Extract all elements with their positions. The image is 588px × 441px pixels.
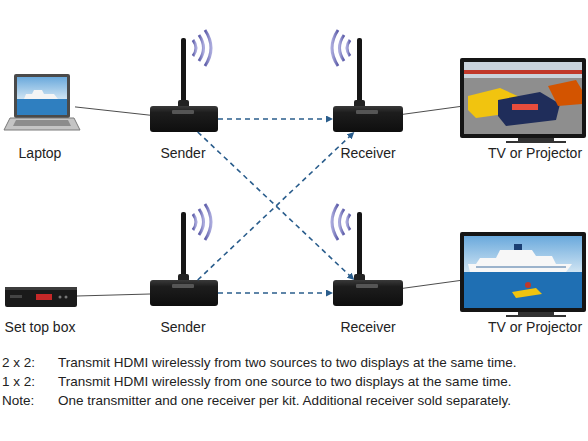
device-node: TV or Projector — [460, 58, 586, 138]
laptop-keyboard — [13, 120, 71, 126]
device-label: TV or Projector — [488, 145, 582, 161]
tv-stand — [518, 312, 554, 315]
stb-body — [5, 287, 77, 307]
device-label: Sender — [160, 319, 205, 335]
tv-frame — [460, 232, 586, 312]
cruise-ship — [468, 250, 572, 272]
wireless-wave — [347, 40, 350, 56]
device-label: Laptop — [19, 145, 62, 161]
banner — [464, 70, 582, 74]
note-prefix: 2 x 2: — [2, 355, 35, 371]
device-node: Receiver — [333, 106, 403, 132]
tv-stand — [506, 141, 566, 143]
laptop-sky — [17, 77, 67, 99]
antenna — [357, 38, 362, 108]
device-node: TV or Projector — [460, 232, 586, 312]
hdmi-cable — [403, 281, 460, 289]
device-node: Sender — [150, 280, 218, 306]
tv-illustration — [460, 58, 586, 143]
receiver-illustration — [332, 30, 403, 132]
wireless-wave — [193, 214, 196, 230]
laptop-sea — [17, 99, 67, 115]
wireless-wave — [199, 209, 204, 235]
wireless-link — [198, 132, 355, 280]
wireless-wave — [205, 204, 211, 240]
device-box — [150, 280, 218, 306]
wireless-wave — [332, 204, 338, 240]
device-node: Set top box — [5, 287, 77, 307]
sender-illustration — [150, 30, 218, 132]
device-label: TV or Projector — [488, 319, 582, 335]
wireless-wave — [332, 30, 338, 66]
wireless-wave — [205, 30, 211, 66]
tv-illustration — [460, 232, 586, 317]
rider — [525, 282, 531, 288]
wireless-link — [198, 132, 355, 280]
car-stripe — [512, 104, 538, 110]
wireless-wave — [193, 40, 196, 56]
receiver-illustration — [332, 204, 403, 306]
device-label: Sender — [160, 145, 205, 161]
laptop-base — [4, 118, 80, 130]
race-car — [548, 80, 582, 106]
wireless-link — [218, 118, 333, 120]
stb-button — [59, 296, 62, 299]
device-node: Sender — [150, 106, 218, 132]
note-prefix: Note: — [2, 393, 34, 409]
laptop-lid — [14, 74, 70, 118]
note-text: One transmitter and one receiver per kit… — [58, 393, 511, 409]
device-panel — [356, 110, 378, 114]
wireless-wave — [347, 214, 350, 230]
tv-sky — [464, 236, 582, 272]
wireless-wave — [199, 35, 204, 61]
sender-illustration — [150, 204, 218, 306]
antenna — [357, 212, 362, 282]
device-panel — [172, 110, 194, 114]
antenna — [181, 38, 186, 108]
device-node: Laptop — [5, 74, 75, 132]
antenna — [181, 212, 186, 282]
device-node: Receiver — [333, 280, 403, 306]
stb-top — [5, 287, 77, 290]
wireless-link — [218, 292, 333, 294]
note-prefix: 1 x 2: — [2, 374, 35, 390]
tv-screen — [464, 62, 582, 134]
device-label: Receiver — [340, 145, 395, 161]
stb-button — [65, 296, 68, 299]
grandstand — [464, 62, 582, 78]
note-text: Transmit HDMI wirelessly from two source… — [58, 355, 517, 371]
jet-ski — [512, 288, 542, 298]
tv-sea — [464, 272, 582, 308]
device-label: Set top box — [5, 319, 76, 335]
hdmi-cable — [75, 107, 150, 115]
device-box — [333, 106, 403, 132]
laptop-illustration — [4, 74, 80, 130]
device-box — [333, 280, 403, 306]
hdmi-cable — [77, 294, 150, 296]
laptop-ship — [24, 90, 58, 99]
wireless-wave — [340, 35, 345, 61]
device-panel — [172, 284, 194, 288]
device-label: Receiver — [340, 319, 395, 335]
stb-display — [36, 294, 52, 300]
ship-windows — [476, 266, 566, 268]
tv-stand — [506, 315, 566, 317]
hdmi-cable — [403, 107, 460, 115]
race-car — [498, 92, 560, 126]
device-panel — [356, 284, 378, 288]
wireless-wave — [340, 209, 345, 235]
tv-frame — [460, 58, 586, 138]
device-box — [150, 106, 218, 132]
note-text: Transmit HDMI wirelessly from one source… — [58, 374, 511, 390]
tv-stand — [518, 138, 554, 141]
stb-slot — [10, 295, 22, 298]
set-top-box-illustration — [5, 287, 77, 307]
ship-funnel — [514, 244, 522, 250]
